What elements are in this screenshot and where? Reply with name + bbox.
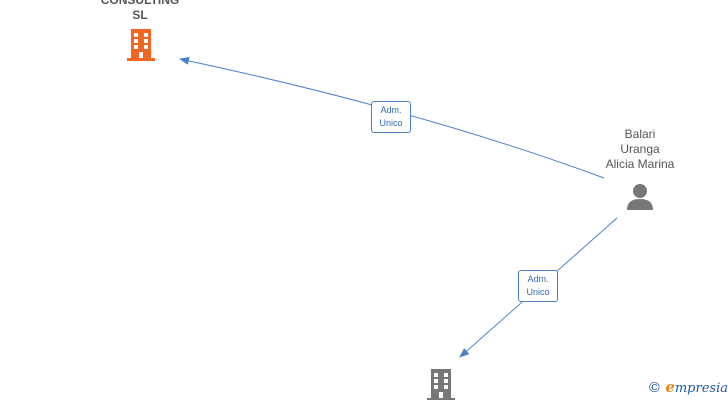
copyright-symbol: ©	[647, 380, 662, 396]
company-top-name-line1: CONSULTING	[100, 0, 180, 7]
building-icon[interactable]	[425, 367, 457, 400]
person-name-line1: Balari	[624, 127, 656, 141]
person-icon[interactable]	[625, 182, 655, 212]
company-top-name-line2: SL	[132, 8, 148, 22]
edge-label-line1: Adm.	[527, 274, 549, 284]
person-name-line3: Alicia Marina	[605, 157, 675, 171]
brand-watermark: ©empresia	[647, 378, 728, 396]
brand-logo-e: e	[665, 378, 675, 396]
building-icon[interactable]	[125, 27, 157, 62]
person-label[interactable]: Balari Uranga Alicia Marina	[590, 127, 690, 172]
company-top-label[interactable]: CONSULTING SL	[90, 0, 190, 23]
edge-label-line2: Unico	[526, 287, 550, 297]
brand-logo-text: mpresia	[674, 381, 728, 396]
edge-label-line2: Unico	[379, 118, 403, 128]
edge-label-badge[interactable]: Adm. Unico	[518, 270, 558, 302]
edge-label-line1: Adm.	[380, 105, 402, 115]
person-name-line2: Uranga	[620, 142, 660, 156]
edge-label-badge[interactable]: Adm. Unico	[371, 101, 411, 133]
